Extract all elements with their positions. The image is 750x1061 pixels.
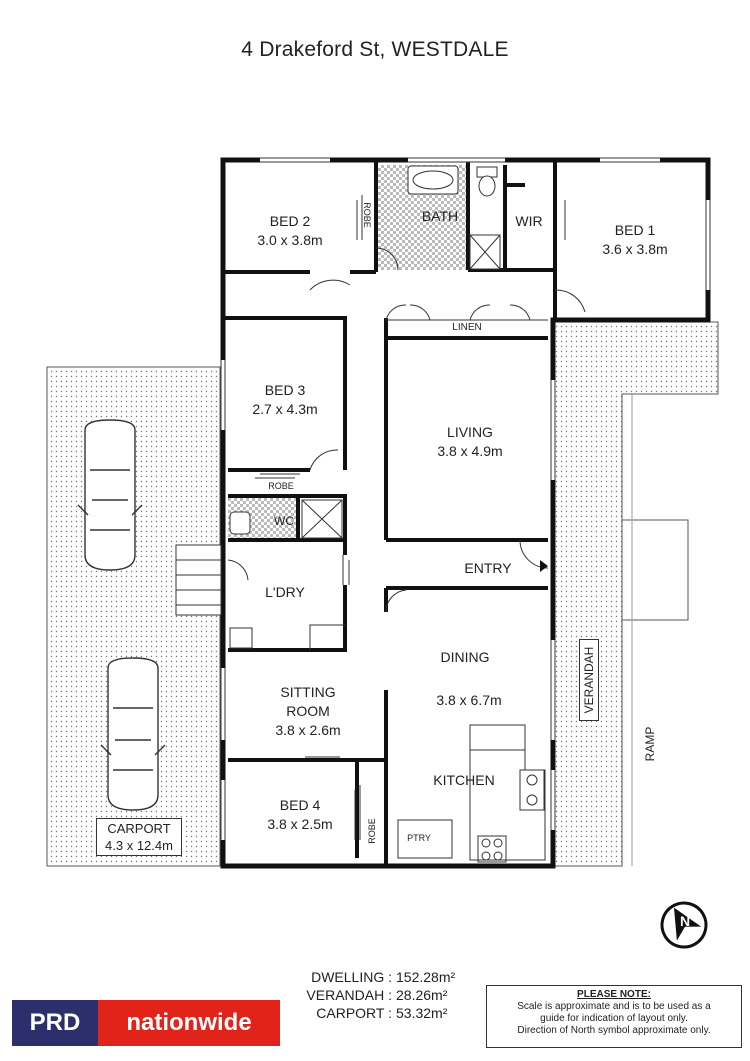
- car-icon: [77, 419, 143, 571]
- north-arrow-icon: [660, 901, 708, 949]
- room-robe-bed3: ROBE: [268, 481, 294, 491]
- room-laundry: L'DRY: [265, 584, 305, 600]
- area-row-verandah: VERANDAH :28.26m²: [306, 987, 448, 1003]
- room-pantry: PTRY: [407, 833, 431, 843]
- car-icon-2: [100, 657, 166, 811]
- room-linen: LINEN: [452, 322, 482, 333]
- logo-prd: PRD: [12, 1000, 98, 1046]
- area-row-carport: CARPORT :53.32m²: [316, 1005, 448, 1021]
- agency-logo: PRD nationwide: [12, 1000, 280, 1046]
- room-bath: BATH: [421, 208, 459, 224]
- label-ramp: RAMP: [643, 726, 657, 762]
- area-summary: DWELLING :152.28m² VERANDAH :28.26m² CAR…: [300, 968, 455, 1022]
- compass-letter: N: [679, 913, 691, 929]
- room-dining-name: DINING: [440, 649, 490, 665]
- logo-nationwide: nationwide: [98, 1000, 280, 1046]
- area-row-dwelling: DWELLING :152.28m²: [311, 969, 456, 985]
- room-robe-bed2: ROBE: [362, 202, 372, 228]
- room-kitchen: KITCHEN: [433, 772, 495, 788]
- entry-arrow-icon: [540, 560, 548, 572]
- room-wc: WC: [274, 514, 294, 528]
- verandah-area: [552, 321, 719, 867]
- label-verandah: VERANDAH: [579, 639, 599, 721]
- room-dining-size: 3.8 x 6.7m: [436, 692, 502, 708]
- plan-title: 4 Drakeford St, WESTDALE: [241, 38, 509, 61]
- room-robe-bed4: ROBE: [367, 818, 377, 844]
- room-entry: ENTRY: [464, 560, 512, 576]
- room-wir: WIR: [515, 213, 543, 229]
- disclaimer-note: PLEASE NOTE: Scale is approximate and is…: [486, 985, 742, 1048]
